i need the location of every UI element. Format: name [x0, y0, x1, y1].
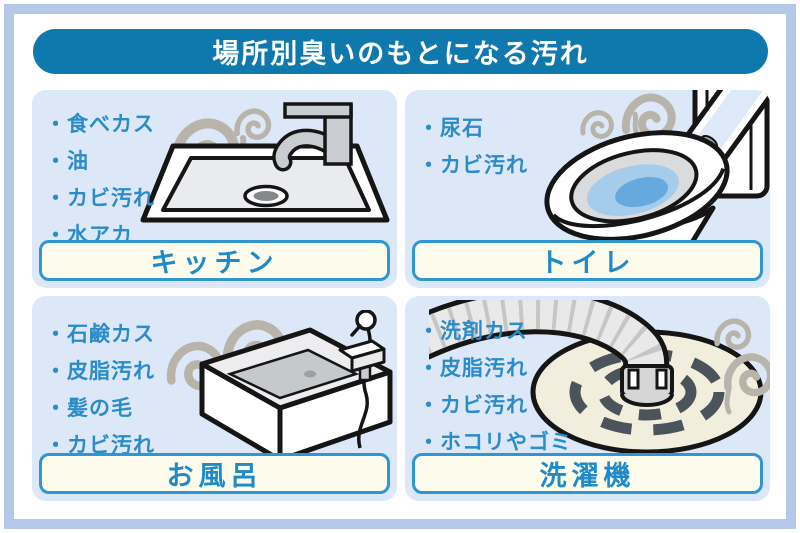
- faucet-spout: [275, 132, 337, 168]
- kitchen-dirt-list: ・食べカス・油・カビ汚れ・水アカ: [45, 106, 155, 254]
- toilet-illustration: [544, 90, 770, 254]
- bathtub-illustration: [160, 310, 393, 462]
- toilet-bowl: [544, 130, 730, 242]
- washing-machine-label: 洗濯機: [412, 453, 763, 494]
- connector-notch: [655, 368, 668, 390]
- hose-connector-base: [620, 393, 674, 407]
- steam-swirl-icon: [717, 321, 748, 347]
- connector-notch: [627, 368, 640, 390]
- bath-label: お風呂: [39, 453, 390, 494]
- steam-swirl-icon: [237, 111, 268, 137]
- steam-swirl-icon: [626, 98, 672, 136]
- tub-water: [226, 348, 360, 400]
- toilet-rim-edge: [552, 167, 726, 229]
- steam-wisp: [724, 373, 732, 415]
- dirt-item: ・皮脂汚れ: [45, 360, 155, 383]
- drain-hose-illustration: [429, 300, 770, 455]
- section-toilet: ・尿石・カビ汚れ トイレ: [405, 90, 770, 288]
- section-washing-machine: ・洗剤カス・皮脂汚れ・カビ汚れ・ホコリやゴミ 洗濯機: [405, 296, 770, 501]
- steam-swirl-icon: [583, 113, 612, 137]
- sink-drain-hole: [253, 191, 279, 201]
- faucet-box-front: [350, 347, 386, 373]
- dirt-item: ・尿石: [418, 117, 484, 140]
- dirt-item: ・皮脂汚れ: [418, 357, 528, 380]
- tub-drain: [304, 370, 316, 378]
- dirt-item: ・カビ汚れ: [45, 434, 155, 457]
- bath-dirt-list: ・石鹸カス・皮脂汚れ・髪の毛・カビ汚れ: [45, 316, 155, 464]
- page-title: 場所別臭いのもとになる汚れ: [33, 29, 768, 74]
- shower-head: [355, 310, 377, 331]
- dirt-item: ・カビ汚れ: [45, 187, 155, 210]
- dirt-item: ・洗剤カス: [418, 320, 528, 343]
- dirt-item: ・食べカス: [45, 113, 155, 136]
- washer-dirt-list: ・洗剤カス・皮脂汚れ・カビ汚れ・ホコリやゴミ: [418, 313, 572, 461]
- dirt-item: ・ホコリやゴミ: [418, 431, 572, 454]
- faucet-handle: [283, 102, 353, 119]
- dirt-item: ・カビ汚れ: [418, 394, 528, 417]
- section-bath: ・石鹸カス・皮脂汚れ・髪の毛・カビ汚れ お風呂: [32, 296, 397, 501]
- kitchen-sink-illustration: [140, 102, 390, 223]
- kitchen-label: キッチン: [39, 240, 390, 281]
- dirt-item: ・油: [45, 150, 89, 173]
- tub-wall-right: [277, 369, 393, 462]
- toilet-dirt-list: ・尿石・カビ汚れ: [418, 110, 528, 184]
- hose-corrugation: [429, 300, 665, 377]
- toilet-label: トイレ: [412, 240, 763, 281]
- shower-head-neck: [350, 324, 362, 337]
- section-kitchen: ・食べカス・油・カビ汚れ・水アカ キッチン: [32, 90, 397, 288]
- dirt-item: ・石鹸カス: [45, 323, 155, 346]
- sink-basin: [161, 156, 371, 212]
- dirt-item: ・カビ汚れ: [418, 154, 528, 177]
- dirt-item: ・髪の毛: [45, 397, 133, 420]
